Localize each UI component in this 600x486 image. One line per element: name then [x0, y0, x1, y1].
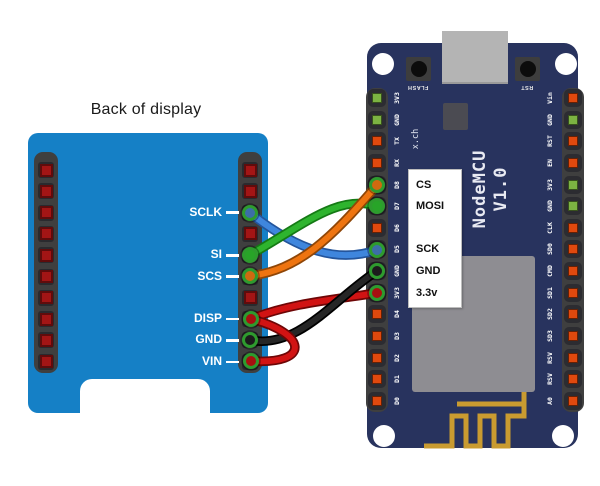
display-pin-label-sclk: SCLK — [189, 204, 222, 219]
display-board[interactable] — [28, 133, 268, 413]
mounting-hole — [372, 53, 394, 75]
display-pin-label-gnd: GND — [195, 332, 222, 347]
wire-disp-to-vin[interactable] — [248, 316, 298, 365]
connection-ring-outline — [241, 351, 261, 371]
connection-SI-D7[interactable] — [242, 247, 258, 263]
nodemcu-pin-d0[interactable] — [372, 395, 382, 406]
nodemcu-pin-a0[interactable] — [568, 395, 578, 406]
label-dash — [226, 275, 239, 278]
display-pin-label-si: SI — [210, 247, 222, 262]
connection-ring-outline — [240, 330, 260, 350]
display-left-pin[interactable] — [39, 333, 53, 347]
connection-DISP-VIN[interactable] — [243, 353, 259, 369]
nodemcu-pin-sd2[interactable] — [568, 309, 578, 320]
flash-button-cap[interactable] — [410, 61, 427, 77]
display-pin-label-disp: DISP — [193, 311, 222, 326]
connection-SCLK-D5[interactable] — [242, 205, 258, 221]
nodemcu-pin-rx[interactable] — [372, 157, 382, 168]
display-left-pin[interactable] — [39, 227, 53, 241]
annotation-gnd: GND — [416, 265, 441, 278]
display-right-pin[interactable] — [243, 163, 257, 177]
connection-SI-D7[interactable] — [369, 198, 385, 214]
wifi-antenna-trace — [424, 392, 527, 449]
display-title: Back of display — [90, 101, 202, 118]
display-pin-label-vin: VIN — [201, 353, 222, 368]
display-left-pin[interactable] — [39, 206, 53, 220]
nodemcu-pin-rsv[interactable] — [568, 374, 578, 385]
nodemcu-pin-en[interactable] — [568, 157, 578, 168]
nodemcu-pin-tx[interactable] — [372, 136, 382, 147]
connection-SCS-D8[interactable] — [369, 177, 385, 193]
connection-SCLK-D5[interactable] — [369, 242, 385, 258]
label-dash — [226, 360, 239, 363]
label-dash — [226, 254, 239, 257]
connection-ring-outline — [240, 203, 260, 223]
connection-SCS-D8[interactable] — [242, 268, 258, 284]
connection-3V3-DISP[interactable] — [369, 285, 385, 301]
nodemcu-pin-sd3[interactable] — [568, 331, 578, 342]
connection-ring-outline — [240, 245, 260, 265]
nodemcu-pin-d4[interactable] — [372, 309, 382, 320]
nodemcu-pin-3v3[interactable] — [568, 179, 578, 190]
mounting-hole — [373, 425, 395, 447]
connection-ring-outline — [367, 240, 387, 260]
display-pin-label-scs: SCS — [197, 268, 222, 283]
connection-ring-outline — [367, 283, 387, 303]
annotation-sck: SCK — [416, 243, 440, 256]
annotation-3.3v: 3.3v — [416, 286, 438, 299]
annotation-cs: CS — [416, 178, 432, 191]
connection-3V3-DISP[interactable] — [243, 311, 259, 327]
nodemcu-pin-d2[interactable] — [372, 352, 382, 363]
rst-button-cap[interactable] — [519, 61, 536, 77]
nodemcu-pin-d1[interactable] — [372, 374, 382, 385]
display-right-pin[interactable] — [243, 291, 257, 305]
wire-3v3-to-disp[interactable] — [248, 290, 380, 322]
nodemcu-pin-rsv[interactable] — [568, 352, 578, 363]
annotation-mosi: MOSI — [416, 200, 445, 213]
display-left-pin[interactable] — [39, 355, 53, 369]
label-dash — [226, 317, 239, 321]
display-right-pin[interactable] — [243, 184, 257, 198]
display-left-pin[interactable] — [39, 184, 53, 198]
nodemcu-pin-sd0[interactable] — [568, 244, 578, 255]
display-left-pin[interactable] — [39, 270, 53, 283]
usb-connector — [442, 31, 508, 84]
display-left-pin[interactable] — [39, 163, 53, 177]
display-board-notch — [80, 379, 210, 415]
connection-ring-outline — [367, 261, 387, 281]
pin-annotation-box: CS MOSI SCK GND 3.3v — [408, 169, 462, 308]
display-left-pin[interactable] — [39, 312, 53, 326]
nodemcu-pin-sd1[interactable] — [568, 287, 578, 298]
nodemcu-pin-gnd[interactable] — [568, 201, 578, 212]
mounting-hole — [552, 425, 574, 447]
nodemcu-pin-d6[interactable] — [372, 222, 382, 233]
nodemcu-pin-rst[interactable] — [568, 136, 578, 147]
connection-ring-outline — [367, 175, 387, 195]
nodemcu-pin-cmd[interactable] — [568, 266, 578, 277]
connection-ring-outline — [240, 266, 260, 286]
nodemcu-pin-gnd[interactable] — [568, 114, 578, 125]
connection-GND-GND[interactable] — [369, 263, 385, 279]
wire-gnd-to-gnd[interactable] — [247, 268, 380, 345]
esp-chip — [443, 103, 468, 130]
connection-ring-outline — [367, 196, 387, 216]
nodemcu-pin-vin[interactable] — [568, 93, 578, 103]
display-right-pin[interactable] — [243, 227, 257, 241]
display-left-pin[interactable] — [39, 291, 53, 305]
display-left-pin[interactable] — [39, 248, 53, 262]
label-dash — [226, 339, 239, 342]
connection-GND-GND[interactable] — [242, 332, 258, 348]
nodemcu-pin-gnd[interactable] — [372, 114, 382, 125]
wire-scs-to-d8[interactable] — [247, 182, 380, 279]
nodemcu-pin-3v3[interactable] — [372, 93, 382, 103]
label-dash — [226, 211, 239, 214]
mounting-hole — [555, 53, 577, 75]
nodemcu-pin-d3[interactable] — [372, 331, 382, 342]
nodemcu-pin-clk[interactable] — [568, 222, 578, 233]
connection-ring-outline — [241, 309, 261, 329]
